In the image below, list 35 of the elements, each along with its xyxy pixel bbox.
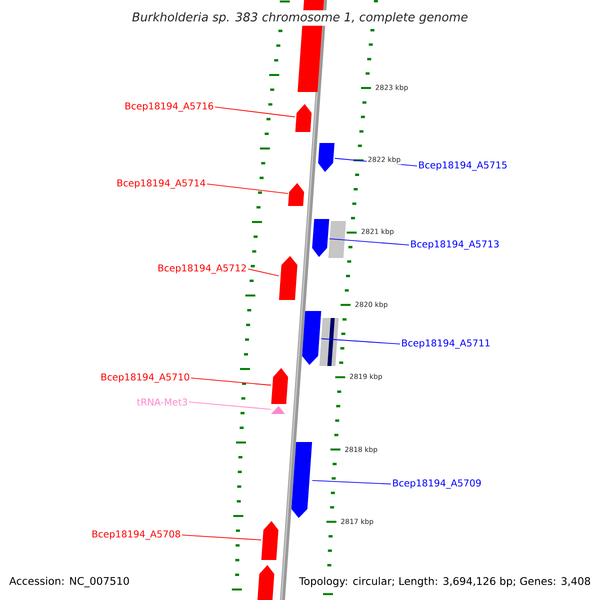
accession-text: Accession: NC_007510 xyxy=(8,576,131,588)
leader-line xyxy=(321,338,400,344)
gene-block xyxy=(291,442,312,518)
gene-block xyxy=(261,521,278,560)
gene-label: Bcep18194_A5715 xyxy=(419,161,507,171)
leader-line xyxy=(328,238,410,246)
gene-label: Bcep18194_A5711 xyxy=(402,339,490,349)
gene-block xyxy=(312,219,330,257)
gene-label: Bcep18194_A5714 xyxy=(117,179,206,189)
trna-triangle xyxy=(271,406,285,414)
gene-label: Bcep18194_A5716 xyxy=(125,102,214,112)
gene-block xyxy=(257,565,274,600)
gene-label: Bcep18194_A5710 xyxy=(101,373,190,383)
leader-line xyxy=(206,184,288,194)
leader-line xyxy=(188,402,272,410)
gene-label: Bcep18194_A5708 xyxy=(92,530,180,540)
gene-block xyxy=(319,318,339,366)
genome-info-text: Topology: circular; Length: 3,694,126 bp; Genes: 3,408 xyxy=(298,576,592,588)
leader-line xyxy=(190,378,272,386)
title: Burkholderia sp. 383 chromosome 1, complete genome xyxy=(130,10,470,26)
gene-block xyxy=(318,143,334,172)
leader-line xyxy=(214,106,296,118)
gene-block xyxy=(328,221,346,258)
gene-label: Bcep18194_A5712 xyxy=(158,264,246,274)
gene-block xyxy=(295,104,312,132)
gene-label: Bcep18194_A5709 xyxy=(393,479,481,489)
gene-block xyxy=(302,311,322,365)
gene-label: tRNA-Met3 xyxy=(137,398,188,406)
gene-block xyxy=(271,368,288,404)
leader-line xyxy=(312,480,392,484)
gene-label: Bcep18194_A5713 xyxy=(411,240,499,250)
leader-line xyxy=(248,268,280,276)
leader-line xyxy=(182,534,262,540)
gene-block xyxy=(279,256,298,300)
gene-block xyxy=(288,183,304,206)
